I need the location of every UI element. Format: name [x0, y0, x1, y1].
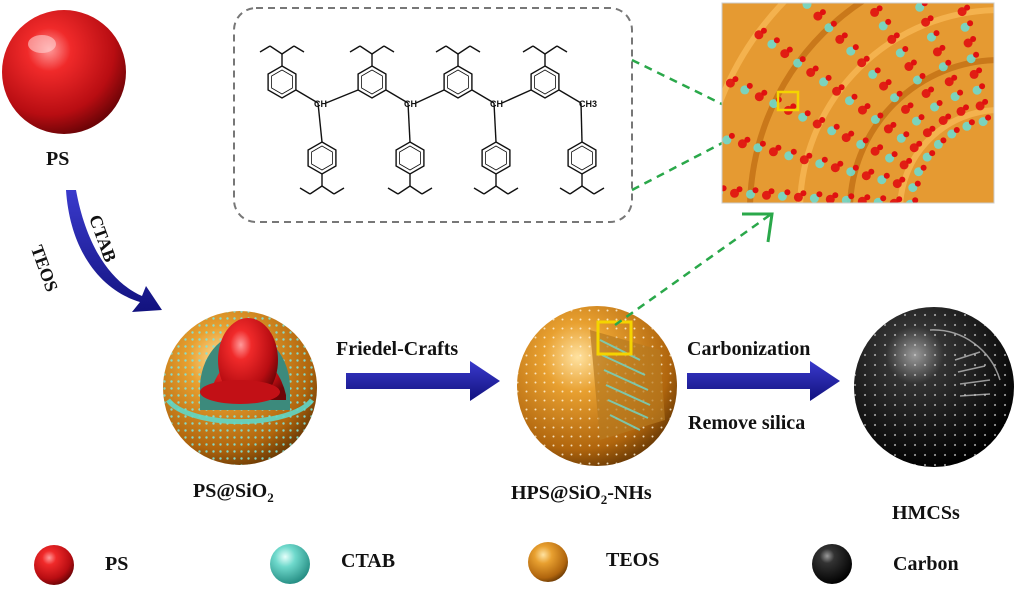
- hps-sio2-nhs-label: HPS@SiO2-NHs: [511, 482, 652, 507]
- ps-sio2-label: PS@SiO2: [193, 480, 274, 505]
- carbonization-arrow: [687, 361, 840, 401]
- friedel-crafts-label: Friedel-Crafts: [336, 338, 459, 360]
- legend-carbon-label: Carbon: [893, 553, 959, 575]
- ctab-teos-curved-arrow: [66, 190, 162, 312]
- friedel-crafts-arrow: [346, 361, 500, 401]
- svg-text:CH: CH: [314, 99, 327, 109]
- zoom-highlight-box: [776, 90, 800, 112]
- hps-sio2-nhs-sphere: [517, 306, 677, 466]
- legend-ctab-label: CTAB: [341, 550, 396, 572]
- ps-label: PS: [46, 148, 70, 170]
- svg-text:CH3: CH3: [579, 99, 597, 109]
- ps-sphere: [2, 10, 126, 134]
- legend-teos-label: TEOS: [606, 549, 660, 571]
- legend: [34, 542, 852, 585]
- svg-text:CH: CH: [490, 99, 503, 109]
- hmcs-label: HMCSs: [892, 502, 960, 524]
- legend-carbon-sphere: [812, 544, 852, 584]
- structure-frame: [233, 7, 633, 223]
- legend-ctab-sphere: [270, 544, 310, 584]
- hmcs-sphere: [854, 307, 1014, 467]
- highlight-box: [596, 320, 633, 356]
- remove-silica-label: Remove silica: [688, 412, 806, 434]
- ps-sio2-sphere: [163, 311, 317, 465]
- legend-ps-label: PS: [105, 553, 129, 575]
- legend-teos-sphere: [528, 542, 568, 582]
- carbonization-label: Carbonization: [687, 338, 811, 360]
- svg-text:CH: CH: [404, 99, 417, 109]
- zoom-connectors: [614, 58, 771, 327]
- legend-ps-sphere: [34, 545, 74, 585]
- zoom-arrowhead: [742, 212, 774, 243]
- zoom-pore-image: [722, 3, 994, 203]
- chemical-structure: CH CH CH CH3: [259, 45, 605, 195]
